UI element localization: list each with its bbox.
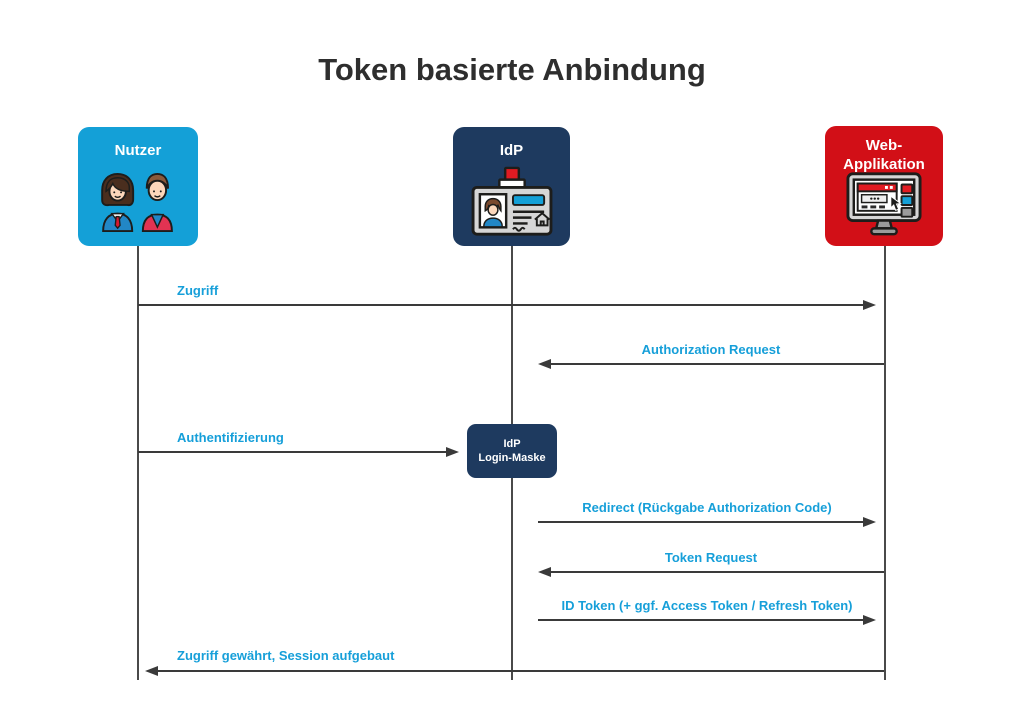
page-title: Token basierte Anbindung xyxy=(318,52,706,87)
message-label: Authorization Request xyxy=(641,342,781,357)
arrowhead-right-icon xyxy=(863,300,876,310)
message-arrow xyxy=(550,363,884,365)
monitor-icon xyxy=(846,171,922,237)
idp-login-maske-box: IdP Login-Maske xyxy=(467,424,557,478)
lifeline-nutzer xyxy=(137,246,139,680)
arrowhead-right-icon xyxy=(863,615,876,625)
message-arrow xyxy=(538,619,864,621)
id-badge-icon xyxy=(467,166,557,240)
note-line-1: IdP xyxy=(503,438,521,450)
message-label: Authentifizierung xyxy=(177,430,284,445)
actor-nutzer-label: Nutzer xyxy=(114,142,162,159)
users-icon xyxy=(97,171,179,233)
arrowhead-right-icon xyxy=(863,517,876,527)
message-label: Token Request xyxy=(664,550,758,565)
message-arrow xyxy=(138,451,447,453)
arrowhead-left-icon xyxy=(145,666,158,676)
arrowhead-right-icon xyxy=(446,447,459,457)
actor-webapp: Web-Applikation xyxy=(825,126,943,246)
arrowhead-left-icon xyxy=(538,359,551,369)
actor-idp: IdP xyxy=(453,127,570,246)
arrowhead-left-icon xyxy=(538,567,551,577)
message-arrow xyxy=(550,571,884,573)
message-label: Zugriff gewährt, Session aufgebaut xyxy=(177,648,395,663)
lifeline-webapp xyxy=(884,246,886,680)
actor-nutzer: Nutzer xyxy=(78,127,198,246)
message-arrow xyxy=(538,521,864,523)
message-label: ID Token (+ ggf. Access Token / Refresh … xyxy=(561,598,853,613)
message-arrow xyxy=(157,670,884,672)
actor-webapp-label: Web-Applikation xyxy=(843,137,925,173)
actor-idp-label: IdP xyxy=(499,142,524,159)
message-label: Redirect (Rückgabe Authorization Code) xyxy=(582,500,832,515)
message-arrow xyxy=(138,304,864,306)
note-line-2: Login-Maske xyxy=(478,452,546,464)
message-label: Zugriff xyxy=(177,283,219,298)
